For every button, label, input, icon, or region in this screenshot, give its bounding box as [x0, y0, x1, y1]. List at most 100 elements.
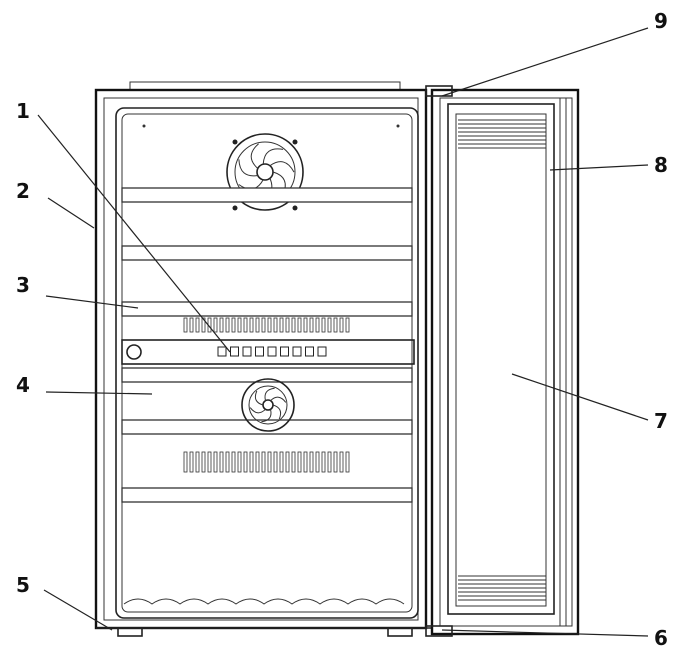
cabinet-frame-inner-edge: [103, 97, 419, 621]
fan-blade: [238, 159, 258, 177]
fan-mount-icon: [232, 139, 238, 145]
screw-icon: [142, 124, 146, 128]
upper-fan-housing: [226, 133, 304, 211]
fin: [243, 451, 248, 473]
lower-fan-blades: [249, 387, 287, 423]
shelf-1: [121, 187, 413, 203]
fin: [249, 451, 254, 473]
fan-mount-icon: [292, 139, 298, 145]
fin: [219, 317, 224, 333]
callout-9: 9: [654, 9, 668, 33]
fin: [267, 317, 272, 333]
fin: [285, 317, 290, 333]
fin: [279, 451, 284, 473]
fin: [243, 317, 248, 333]
fin: [321, 317, 326, 333]
fin: [339, 317, 344, 333]
fin: [267, 451, 272, 473]
callout-5: 5: [16, 573, 30, 597]
fin: [309, 451, 314, 473]
control-button-icon: [292, 346, 302, 357]
leader-lines: [37, 27, 649, 637]
fin: [321, 451, 326, 473]
control-button-icon: [280, 346, 289, 357]
fin: [189, 317, 194, 333]
lower-fan-housing: [241, 378, 295, 432]
fin: [309, 317, 314, 333]
fin: [189, 451, 194, 473]
cabinet-outer-frame: [94, 88, 428, 630]
callout-8: 8: [654, 153, 668, 177]
fan-blade: [254, 390, 264, 406]
fan-mount-icon: [232, 205, 238, 211]
control-panel: [121, 339, 415, 365]
lower-evaporator-fins: [183, 451, 350, 473]
light-switch-icon: [126, 344, 142, 360]
fan-blade: [250, 143, 259, 169]
control-button-icon: [242, 346, 252, 357]
fin: [279, 317, 284, 333]
callout-7: 7: [654, 409, 668, 433]
fin: [345, 451, 350, 473]
fin: [261, 451, 266, 473]
leader-line-6: [441, 629, 649, 637]
fin: [255, 451, 260, 473]
leader-line-7: [511, 373, 649, 421]
fin: [339, 451, 344, 473]
control-button-icon: [230, 346, 239, 357]
door-glass-frame: [447, 103, 555, 615]
fin: [333, 317, 338, 333]
fin: [327, 451, 332, 473]
upper-evaporator-fins: [183, 317, 350, 333]
control-button-icon: [217, 346, 227, 357]
fan-blade: [262, 148, 284, 165]
fin: [315, 317, 320, 333]
leader-line-5: [43, 589, 113, 631]
fin: [201, 451, 206, 473]
screw-icon: [396, 124, 400, 128]
door-glass-pane: [455, 113, 547, 607]
fin: [327, 317, 332, 333]
fan-blade: [261, 409, 272, 423]
leader-line-9: [441, 27, 649, 97]
glass-door: [425, 85, 580, 637]
callout-6: 6: [654, 626, 668, 650]
control-buttons: [217, 346, 327, 357]
shelf-5: [121, 419, 413, 435]
fin: [303, 451, 308, 473]
fan-blade: [270, 396, 287, 403]
fan-blade: [264, 387, 275, 401]
leader-line-1: [37, 114, 231, 353]
fin: [297, 317, 302, 333]
shelf-2: [121, 245, 413, 261]
fin: [213, 317, 218, 333]
lower-fan-ring: [248, 385, 288, 425]
control-button-icon: [305, 346, 314, 357]
shelf-6: [121, 487, 413, 503]
fan-blade: [272, 404, 282, 420]
fin: [297, 451, 302, 473]
callout-2: 2: [16, 179, 30, 203]
fin: [249, 317, 254, 333]
fin: [273, 451, 278, 473]
fin: [303, 317, 308, 333]
leader-line-3: [45, 295, 139, 309]
control-button-icon: [317, 346, 327, 357]
callout-labels: 1 2 3 4 5 6 7 8 9: [16, 9, 668, 650]
shelf-3: [121, 301, 413, 317]
lower-fan-hub: [262, 399, 274, 411]
fin: [255, 317, 260, 333]
door-vent-slats: [458, 119, 546, 601]
fin: [231, 451, 236, 473]
control-button-icon: [267, 346, 277, 357]
fin: [285, 451, 290, 473]
fin: [183, 451, 188, 473]
bottom-bottle-rack: [123, 598, 405, 605]
callout-3: 3: [16, 273, 30, 297]
fan-mount-icon: [292, 205, 298, 211]
control-panel-strip: [121, 339, 415, 365]
fin: [201, 317, 206, 333]
leader-line-2: [47, 197, 95, 229]
fin: [207, 451, 212, 473]
